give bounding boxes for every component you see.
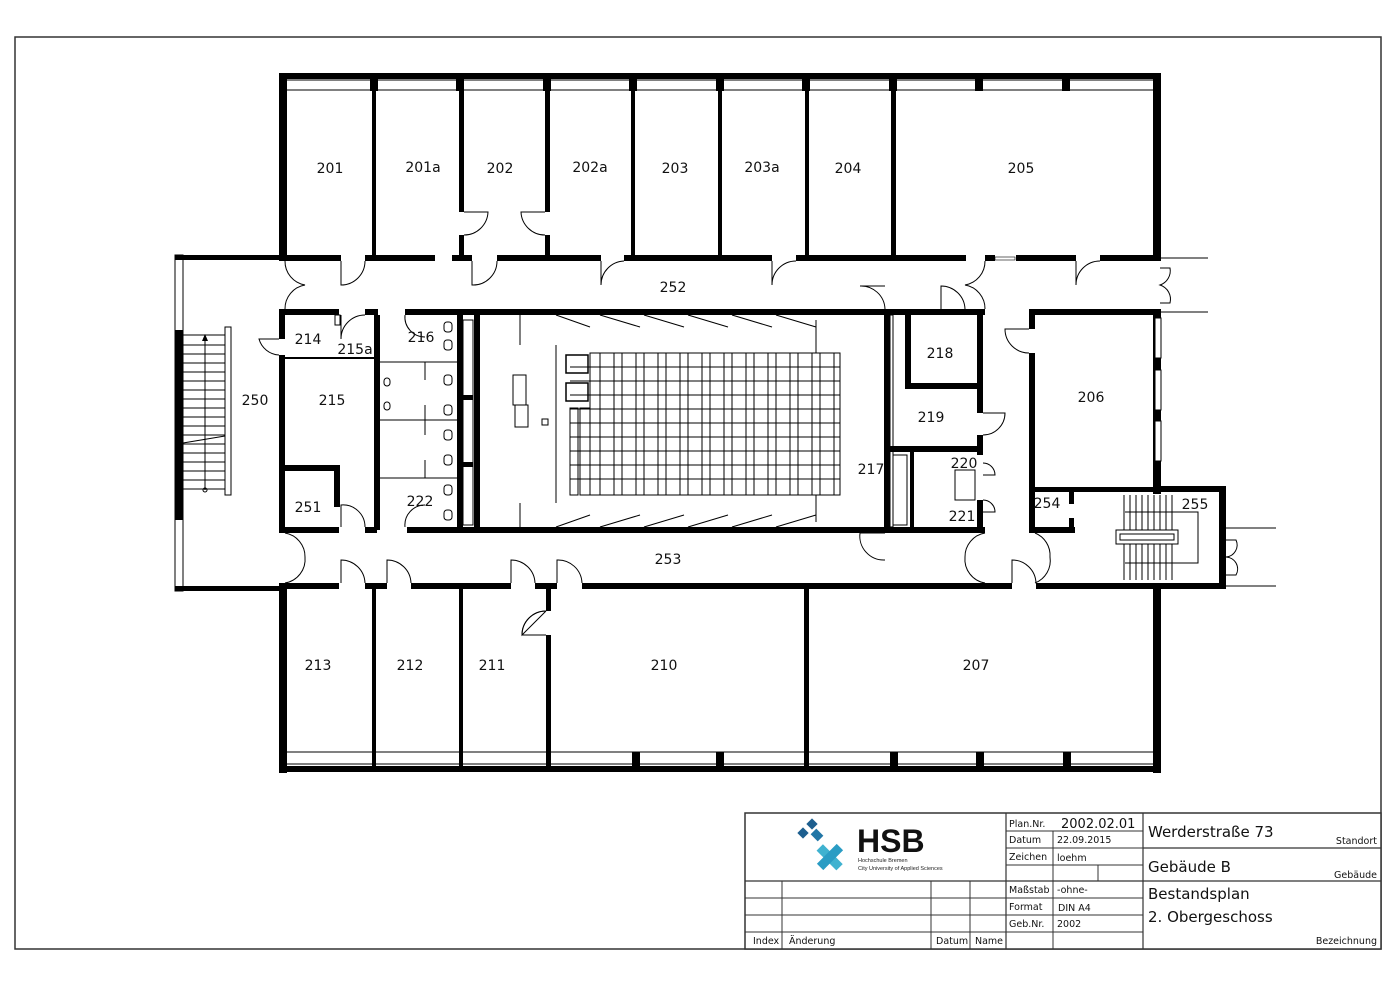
sheet-frame <box>14 36 1382 950</box>
hsb-logo-line1: Hochschule Bremen <box>858 858 908 864</box>
revision-index-header: Index <box>753 936 780 947</box>
building-walls <box>174 73 1226 773</box>
lecture-hall-seating <box>512 314 841 528</box>
bezeichnung-line2: 2. Obergeschoss <box>1148 908 1273 926</box>
room-210[interactable]: 210 <box>651 658 678 674</box>
zeichen-value: loehm <box>1057 853 1087 864</box>
stair-255 <box>1115 495 1199 580</box>
hsb-logo: HSB Hochschule Bremen City University of… <box>797 818 943 872</box>
standort-label: Standort <box>1336 836 1377 847</box>
room-217[interactable]: 217 <box>858 462 885 478</box>
room-252[interactable]: 252 <box>660 280 687 296</box>
gebnr-value: 2002 <box>1057 919 1081 930</box>
room-251[interactable]: 251 <box>295 500 322 516</box>
room-207[interactable]: 207 <box>963 658 990 674</box>
room-214[interactable]: 214 <box>295 332 322 348</box>
stair-250 <box>182 326 232 496</box>
datum-label: Datum <box>1009 835 1041 846</box>
title-block: HSB Hochschule Bremen City University of… <box>744 812 1382 950</box>
bezeichnung-label: Bezeichnung <box>1316 936 1377 947</box>
datum-value: 22.09.2015 <box>1057 835 1111 846</box>
room-212[interactable]: 212 <box>397 658 424 674</box>
zeichen-label: Zeichen <box>1009 852 1047 863</box>
room-215[interactable]: 215 <box>319 393 346 409</box>
room-205[interactable]: 205 <box>1008 161 1035 177</box>
revision-aenderung-header: Änderung <box>789 936 835 947</box>
gebaeude-label: Gebäude <box>1334 870 1377 881</box>
toilet-fixtures <box>383 321 453 521</box>
room-253[interactable]: 253 <box>655 552 682 568</box>
room-201[interactable]: 201 <box>317 161 344 177</box>
format-value: DIN A4 <box>1058 903 1091 914</box>
standort-value: Werderstraße 73 <box>1148 823 1274 841</box>
room-213[interactable]: 213 <box>305 658 332 674</box>
room-254[interactable]: 254 <box>1034 496 1061 512</box>
doors <box>258 211 1276 637</box>
gebaeude-value: Gebäude B <box>1148 858 1231 876</box>
massstab-value: -ohne- <box>1057 885 1088 896</box>
revision-datum-header: Datum <box>936 936 968 947</box>
massstab-label: Maßstab <box>1009 885 1050 896</box>
room-218[interactable]: 218 <box>927 346 954 362</box>
room-250[interactable]: 250 <box>242 393 269 409</box>
room-201a[interactable]: 201a <box>405 160 440 176</box>
room-220[interactable]: 220 <box>951 456 978 472</box>
room-215a[interactable]: 215a <box>337 342 372 358</box>
room-labels: 201 201a 202 202a 203 203a 204 205 252 2… <box>242 160 1209 674</box>
bezeichnung-line1: Bestandsplan <box>1148 885 1250 903</box>
room-221[interactable]: 221 <box>949 509 976 525</box>
room-211[interactable]: 211 <box>479 658 506 674</box>
plan-nr-value: 2002.02.01 <box>1061 817 1135 832</box>
format-label: Format <box>1009 902 1043 913</box>
room-202[interactable]: 202 <box>487 161 514 177</box>
gebnr-label: Geb.Nr. <box>1009 919 1044 930</box>
plan-nr-label: Plan.Nr. <box>1009 819 1045 830</box>
room-222[interactable]: 222 <box>407 494 434 510</box>
room-202a[interactable]: 202a <box>572 160 607 176</box>
room-203a[interactable]: 203a <box>744 160 779 176</box>
room-204[interactable]: 204 <box>835 161 862 177</box>
room-216[interactable]: 216 <box>408 330 435 346</box>
room-219[interactable]: 219 <box>918 410 945 426</box>
room-206[interactable]: 206 <box>1078 390 1105 406</box>
hsb-logo-line2: City University of Applied Sciences <box>858 866 943 872</box>
room-203[interactable]: 203 <box>662 161 689 177</box>
hsb-logo-name: HSB <box>857 823 925 859</box>
room-255[interactable]: 255 <box>1182 497 1209 513</box>
revision-name-header: Name <box>975 936 1003 947</box>
